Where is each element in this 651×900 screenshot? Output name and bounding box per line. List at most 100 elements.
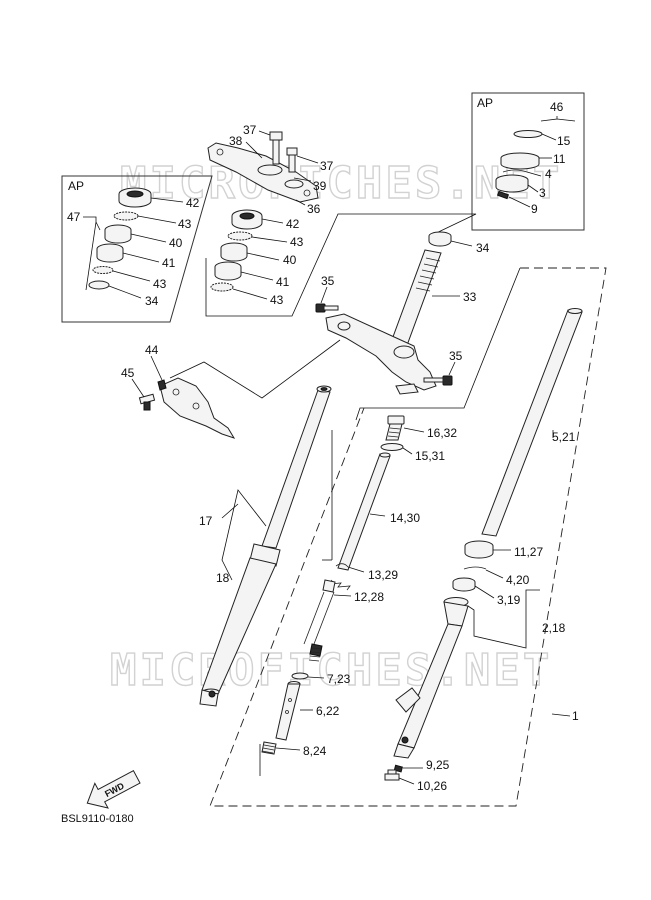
spacer-14-icon <box>337 453 391 571</box>
label-3: 3 <box>539 186 546 200</box>
seal-34-stem-icon <box>428 231 452 247</box>
seal-34-left-icon <box>88 280 110 290</box>
label-4: 4 <box>545 167 552 181</box>
bolt-35-left-icon <box>315 303 339 313</box>
washer-43-mid-a-icon <box>227 231 253 241</box>
steering-stem-33 <box>315 231 453 395</box>
guide-plate-44 <box>157 377 236 439</box>
label-35-right: 35 <box>449 349 463 363</box>
label-34-left: 34 <box>145 294 159 308</box>
spring-12-icon <box>303 579 351 662</box>
label-44: 44 <box>145 343 159 357</box>
locknut-42-left-icon <box>118 187 152 208</box>
washer-43-left-a-icon <box>113 211 139 221</box>
label-1: 1 <box>572 709 579 723</box>
label-3-19: 3,19 <box>497 593 521 607</box>
label-16-32: 16,32 <box>427 426 457 440</box>
label-9-25: 9,25 <box>426 758 450 772</box>
label-43-mid-b: 43 <box>270 293 284 307</box>
label-42-mid: 42 <box>286 217 300 231</box>
left-kit-parts <box>88 187 152 290</box>
bolt-35-right-icon <box>423 375 453 386</box>
damper-rod-6-icon <box>275 681 301 741</box>
washer-3-19-icon <box>452 577 476 592</box>
label-40-mid: 40 <box>283 253 297 267</box>
label-12-28: 12,28 <box>354 590 384 604</box>
label-2-18: 2,18 <box>542 621 566 635</box>
label-41-left: 41 <box>162 256 176 270</box>
ap-label-right: AP <box>477 96 493 110</box>
left-fork-leg <box>199 385 332 707</box>
circlip-4-icon <box>502 169 528 173</box>
label-40-left: 40 <box>169 236 183 250</box>
locknut-42-mid-icon <box>231 209 263 230</box>
label-11-27: 11,27 <box>514 545 543 559</box>
washer-43-mid-b-icon <box>210 282 234 292</box>
label-11: 11 <box>553 152 566 166</box>
label-15-31: 15,31 <box>415 449 445 463</box>
outer-tube-2-icon <box>393 597 469 759</box>
label-41-mid: 41 <box>276 275 290 289</box>
seal-15-icon <box>513 130 543 138</box>
cap-bolt-16-icon <box>385 415 405 441</box>
washer-9-icon <box>496 190 510 200</box>
label-9: 9 <box>531 202 538 216</box>
ap-kit-46-box: AP 46 15 11 4 3 9 <box>471 92 585 231</box>
label-37-right: 37 <box>320 159 334 173</box>
label-36: 36 <box>307 202 321 216</box>
label-34-stem: 34 <box>476 241 490 255</box>
label-37-top: 37 <box>243 123 257 137</box>
label-43-left-a: 43 <box>178 217 192 231</box>
label-43-mid-a: 43 <box>290 235 304 249</box>
bolt-37-right-icon <box>286 147 298 173</box>
right-fork-leg <box>384 308 583 781</box>
label-38: 38 <box>229 134 243 148</box>
label-10-26: 10,26 <box>417 779 447 793</box>
label-39: 39 <box>313 179 327 193</box>
label-33: 33 <box>463 290 477 304</box>
label-18: 18 <box>216 571 230 585</box>
washer-43-left-b-icon <box>92 266 114 274</box>
ap-label-left: AP <box>68 179 84 193</box>
ring-13-icon <box>335 563 349 568</box>
watermark-bottom: MICROFICHES.NET <box>110 645 552 696</box>
seal-11-icon <box>464 540 494 559</box>
fork-assy-1-outline <box>209 267 607 807</box>
oring-15-icon <box>380 443 404 451</box>
bolt-45-icon <box>138 393 156 411</box>
label-15: 15 <box>557 134 571 148</box>
bearing-3-icon <box>495 174 529 193</box>
ap-kit-47-box: AP 47 <box>61 175 213 323</box>
label-14-30: 14,30 <box>390 511 420 525</box>
label-46: 46 <box>550 100 564 114</box>
watermark-top: MICROFICHES.NET <box>120 158 562 209</box>
label-43-left-b: 43 <box>153 277 167 291</box>
bearing-41-left-icon <box>96 243 124 263</box>
oring-7-icon <box>291 672 309 680</box>
bolt-10-26-icon <box>384 769 400 781</box>
label-35-left: 35 <box>321 274 335 288</box>
label-17: 17 <box>199 514 213 528</box>
bearing-11-icon <box>500 152 540 170</box>
bolt-37-top-icon <box>269 131 283 165</box>
label-7-23: 7,23 <box>327 672 351 686</box>
bearing-40-left-icon <box>104 224 132 244</box>
label-47: 47 <box>67 210 81 224</box>
label-13-29: 13,29 <box>368 568 398 582</box>
label-42-left: 42 <box>186 196 200 210</box>
spring-8-icon <box>261 741 277 755</box>
fwd-arrow-icon: FWD <box>86 769 141 809</box>
middle-stack-parts <box>210 209 263 292</box>
label-5-21: 5,21 <box>552 430 576 444</box>
label-8-24: 8,24 <box>303 744 327 758</box>
bearing-41-mid-icon <box>214 261 242 281</box>
inner-parts <box>261 415 405 755</box>
label-6-22: 6,22 <box>316 704 340 718</box>
bearing-40-mid-icon <box>220 242 248 262</box>
label-45: 45 <box>121 366 135 380</box>
circlip-4-20-icon <box>463 566 487 570</box>
drawing-code: BSL9110-0180 <box>61 813 134 825</box>
label-4-20: 4,20 <box>506 573 530 587</box>
upper-bracket-36 <box>207 142 319 203</box>
